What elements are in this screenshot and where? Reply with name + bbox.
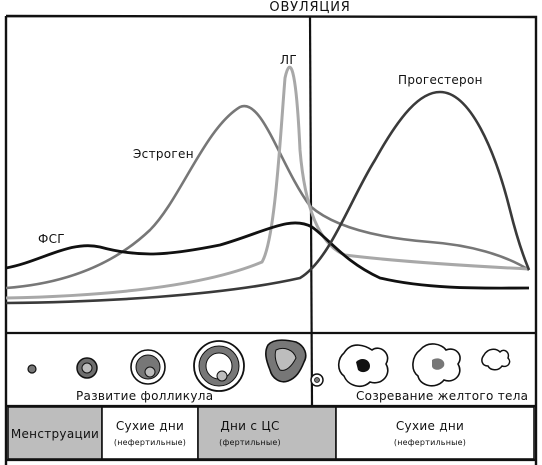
follicle-stage-2-icon xyxy=(76,357,98,379)
estrogen-label: Эстроген xyxy=(133,147,194,161)
phase-cell-dry-days-late: Сухие дни (нефертильные) xyxy=(335,406,535,460)
follicle-stage-3-icon xyxy=(130,349,166,385)
phase-label-dry-days-early: Сухие дни xyxy=(116,419,184,433)
phase-cell-dry-days-late-fill xyxy=(335,406,535,460)
fsh-curve xyxy=(5,221,530,290)
estrogen-curve xyxy=(5,104,530,290)
phase-sublabel-dry-days-early: (нефертильные) xyxy=(114,438,186,447)
corpus-luteum-stage-2-icon xyxy=(412,343,461,387)
phase-label-dry-days-late: Сухие дни xyxy=(396,419,464,433)
phase-cell-menstruation-fill xyxy=(7,406,103,460)
progesterone-label: Прогестерон xyxy=(398,73,483,87)
lh-curve xyxy=(5,65,530,300)
lh-label: ЛГ xyxy=(280,53,297,67)
follicle-rupture-icon xyxy=(265,339,324,387)
phase-sublabel-dry-days-late: (нефертильные) xyxy=(394,438,466,447)
phase-cell-fertile-days-fill xyxy=(197,406,337,460)
follicle-development-label: Развитие фолликула xyxy=(76,389,213,403)
chart-frame xyxy=(4,14,538,465)
follicle-stage-1-icon xyxy=(27,364,37,374)
phase-label-menstruation: Менструации xyxy=(11,427,99,441)
fsh-label: ФСГ xyxy=(38,232,65,246)
phase-sublabel-fertile-days: (фертильные) xyxy=(219,438,281,447)
phase-label-fertile-days: Дни с ЦС xyxy=(220,419,279,433)
phase-cell-dry-days-early: Сухие дни (нефертильные) xyxy=(101,406,199,460)
phase-cell-menstruation: Менструации xyxy=(7,406,103,460)
corpus-luteum-stage-3-icon xyxy=(481,348,511,371)
progesterone-curve xyxy=(5,90,531,305)
corpus-luteum-label: Созревание желтого тела xyxy=(356,389,528,403)
corpus-luteum-stage-1-icon xyxy=(337,344,389,388)
follicle-stage-4-icon xyxy=(193,340,245,392)
phase-cell-fertile-days: Дни с ЦС (фертильные) xyxy=(197,406,337,460)
ovulation-title: ОВУЛЯЦИЯ xyxy=(269,0,350,15)
phase-cell-dry-days-early-fill xyxy=(101,406,199,460)
